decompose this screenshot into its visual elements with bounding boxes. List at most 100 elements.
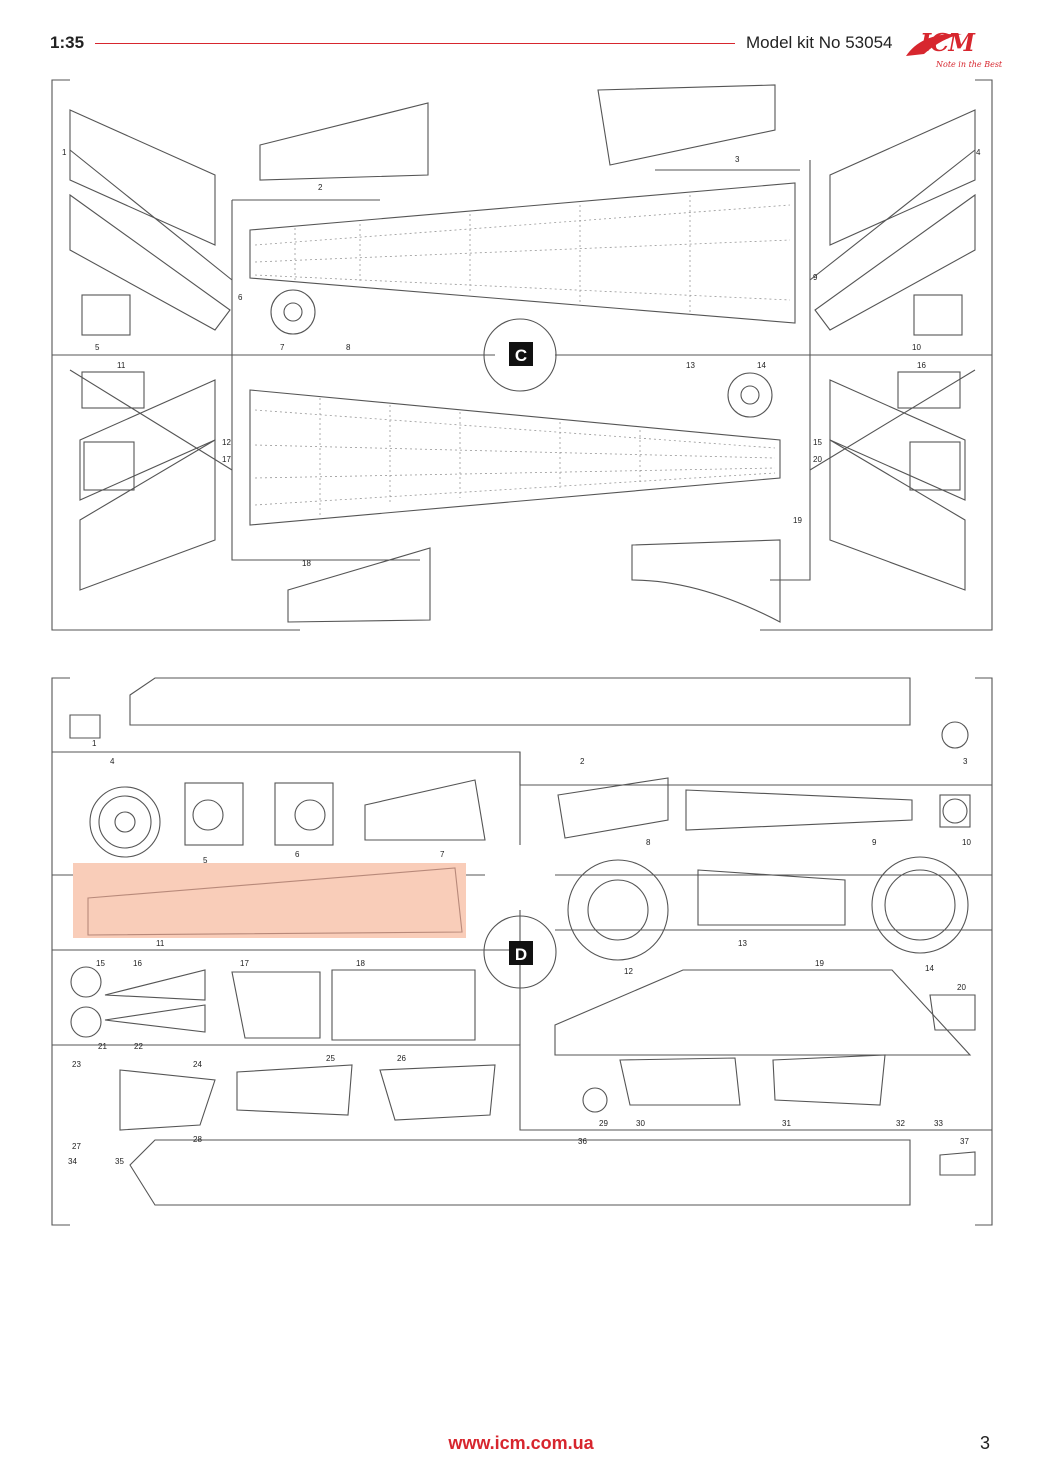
sprue-c-part-11	[81, 371, 145, 409]
sprue-c-panel-19	[631, 539, 781, 623]
part-number: 7	[280, 343, 285, 352]
page-header: 1:35 Model kit No 53054 ICM Note in the …	[0, 0, 1042, 80]
kit-number: Model kit No 53054	[746, 33, 893, 52]
part-number: 26	[397, 1054, 406, 1063]
sprue-d-part-10	[939, 794, 971, 828]
part-number: 10	[962, 838, 971, 847]
part-number: 2	[580, 757, 585, 766]
logo-text: ICM	[920, 28, 975, 57]
logo-swoosh-icon	[906, 33, 962, 56]
sprue-d-letter: D	[515, 945, 527, 964]
part-number: 30	[636, 1119, 645, 1128]
sprue-d-part-7	[364, 779, 486, 841]
part-number: 9	[813, 273, 818, 282]
part-number: 27	[72, 1142, 81, 1151]
sprue-c-drawing	[51, 79, 993, 631]
sprue-c-diagram: C 1 2 3 4 5 6 7 8 9 10 11 12 13 14 15 16…	[0, 0, 1042, 660]
sprue-c-wheel-7	[270, 289, 316, 335]
part-number: 22	[134, 1042, 143, 1051]
part-number: 3	[963, 757, 968, 766]
logo-tagline: Note in the Best	[936, 60, 1003, 69]
part-number: 11	[156, 939, 165, 948]
sprue-d-part-29	[582, 1087, 608, 1113]
sprue-d-part-11	[87, 867, 463, 936]
sprue-d-part-17	[231, 971, 321, 1039]
part-number: 15	[96, 959, 105, 968]
sprue-d-part-20	[929, 994, 976, 1031]
sprue-d-part-37	[939, 1151, 976, 1176]
sprue-c-part-left	[69, 193, 231, 331]
footer-url[interactable]: www.icm.com.ua	[448, 1433, 594, 1453]
sprue-d-highlight	[73, 863, 466, 938]
part-number: 28	[193, 1135, 202, 1144]
part-number: 15	[813, 438, 822, 447]
sprue-c-part-right	[829, 109, 976, 246]
sprue-c-part-16	[897, 371, 961, 409]
sprue-d-part-19	[554, 969, 972, 1056]
part-number: 8	[346, 343, 351, 352]
sprue-d-overlay: D 1 2 3 4 5 6 7 8 9 10 11 12 13 14 15 16…	[68, 739, 971, 1166]
sprue-d-part-15	[70, 966, 102, 998]
part-number: 13	[686, 361, 695, 370]
part-number: 16	[917, 361, 926, 370]
part-number: 18	[302, 559, 311, 568]
part-number: 1	[62, 148, 67, 157]
part-number: 31	[782, 1119, 791, 1128]
part-number: 19	[793, 516, 802, 525]
sprue-d-part-13	[697, 869, 846, 926]
part-number: 16	[133, 959, 142, 968]
part-number: 21	[98, 1042, 107, 1051]
part-number: 18	[356, 959, 365, 968]
part-number: 14	[757, 361, 766, 370]
sprue-d-part-18	[331, 969, 476, 1041]
part-number: 12	[222, 438, 231, 447]
sprue-c-wing-lower	[249, 389, 781, 526]
sprue-c-part-right	[829, 379, 966, 501]
part-number: 36	[578, 1137, 587, 1146]
part-number: 17	[240, 959, 249, 968]
part-number: 4	[976, 148, 981, 157]
sprue-d-part-24	[119, 1069, 216, 1131]
sprue-d-runner	[52, 949, 992, 1131]
sprue-c-runner	[69, 149, 976, 471]
sprue-c-part-12	[83, 441, 135, 491]
sprue-c-part-20	[909, 441, 961, 491]
sprue-c-part-right	[814, 193, 976, 331]
header-rule	[95, 43, 735, 44]
part-number: 33	[934, 1119, 943, 1128]
part-number: 20	[813, 455, 822, 464]
icm-logo: ICM Note in the Best	[902, 26, 1002, 76]
sprue-d-hull-bottom	[129, 1139, 911, 1206]
sprue-d-part-9	[685, 789, 913, 831]
sprue-d-part-5	[184, 782, 244, 846]
part-number: 23	[72, 1060, 81, 1069]
part-number: 34	[68, 1157, 77, 1166]
sprue-c-hub-ring	[483, 318, 557, 392]
sprue-d-drawing	[51, 677, 993, 1226]
sprue-c-panel-2	[259, 102, 429, 181]
sprue-d-hull-top	[129, 677, 911, 726]
part-number: 13	[738, 939, 747, 948]
part-number: 24	[193, 1060, 202, 1069]
sprue-c-part-10	[913, 294, 963, 336]
sprue-c-runner	[231, 160, 811, 581]
sprue-c-panel-18	[287, 547, 431, 623]
part-number: 5	[95, 343, 100, 352]
part-number: 8	[646, 838, 651, 847]
part-number: 14	[925, 964, 934, 973]
part-number: 4	[110, 757, 115, 766]
sprue-d-part-16	[104, 969, 206, 1033]
sprue-d-part-31	[772, 1054, 886, 1106]
part-number: 11	[117, 361, 126, 370]
sprue-c-wheel-14	[727, 372, 773, 418]
sprue-d-frame	[51, 677, 993, 1226]
sprue-c-part-left	[69, 109, 216, 246]
part-number: 5	[203, 856, 208, 865]
page-number: 3	[980, 1433, 991, 1453]
part-number: 3	[735, 155, 740, 164]
sprue-c-wing-upper	[249, 182, 796, 324]
sprue-c-overlay: C 1 2 3 4 5 6 7 8 9 10 11 12 13 14 15 16…	[62, 148, 981, 568]
part-number: 20	[957, 983, 966, 992]
part-number: 37	[960, 1137, 969, 1146]
part-number: 6	[295, 850, 300, 859]
